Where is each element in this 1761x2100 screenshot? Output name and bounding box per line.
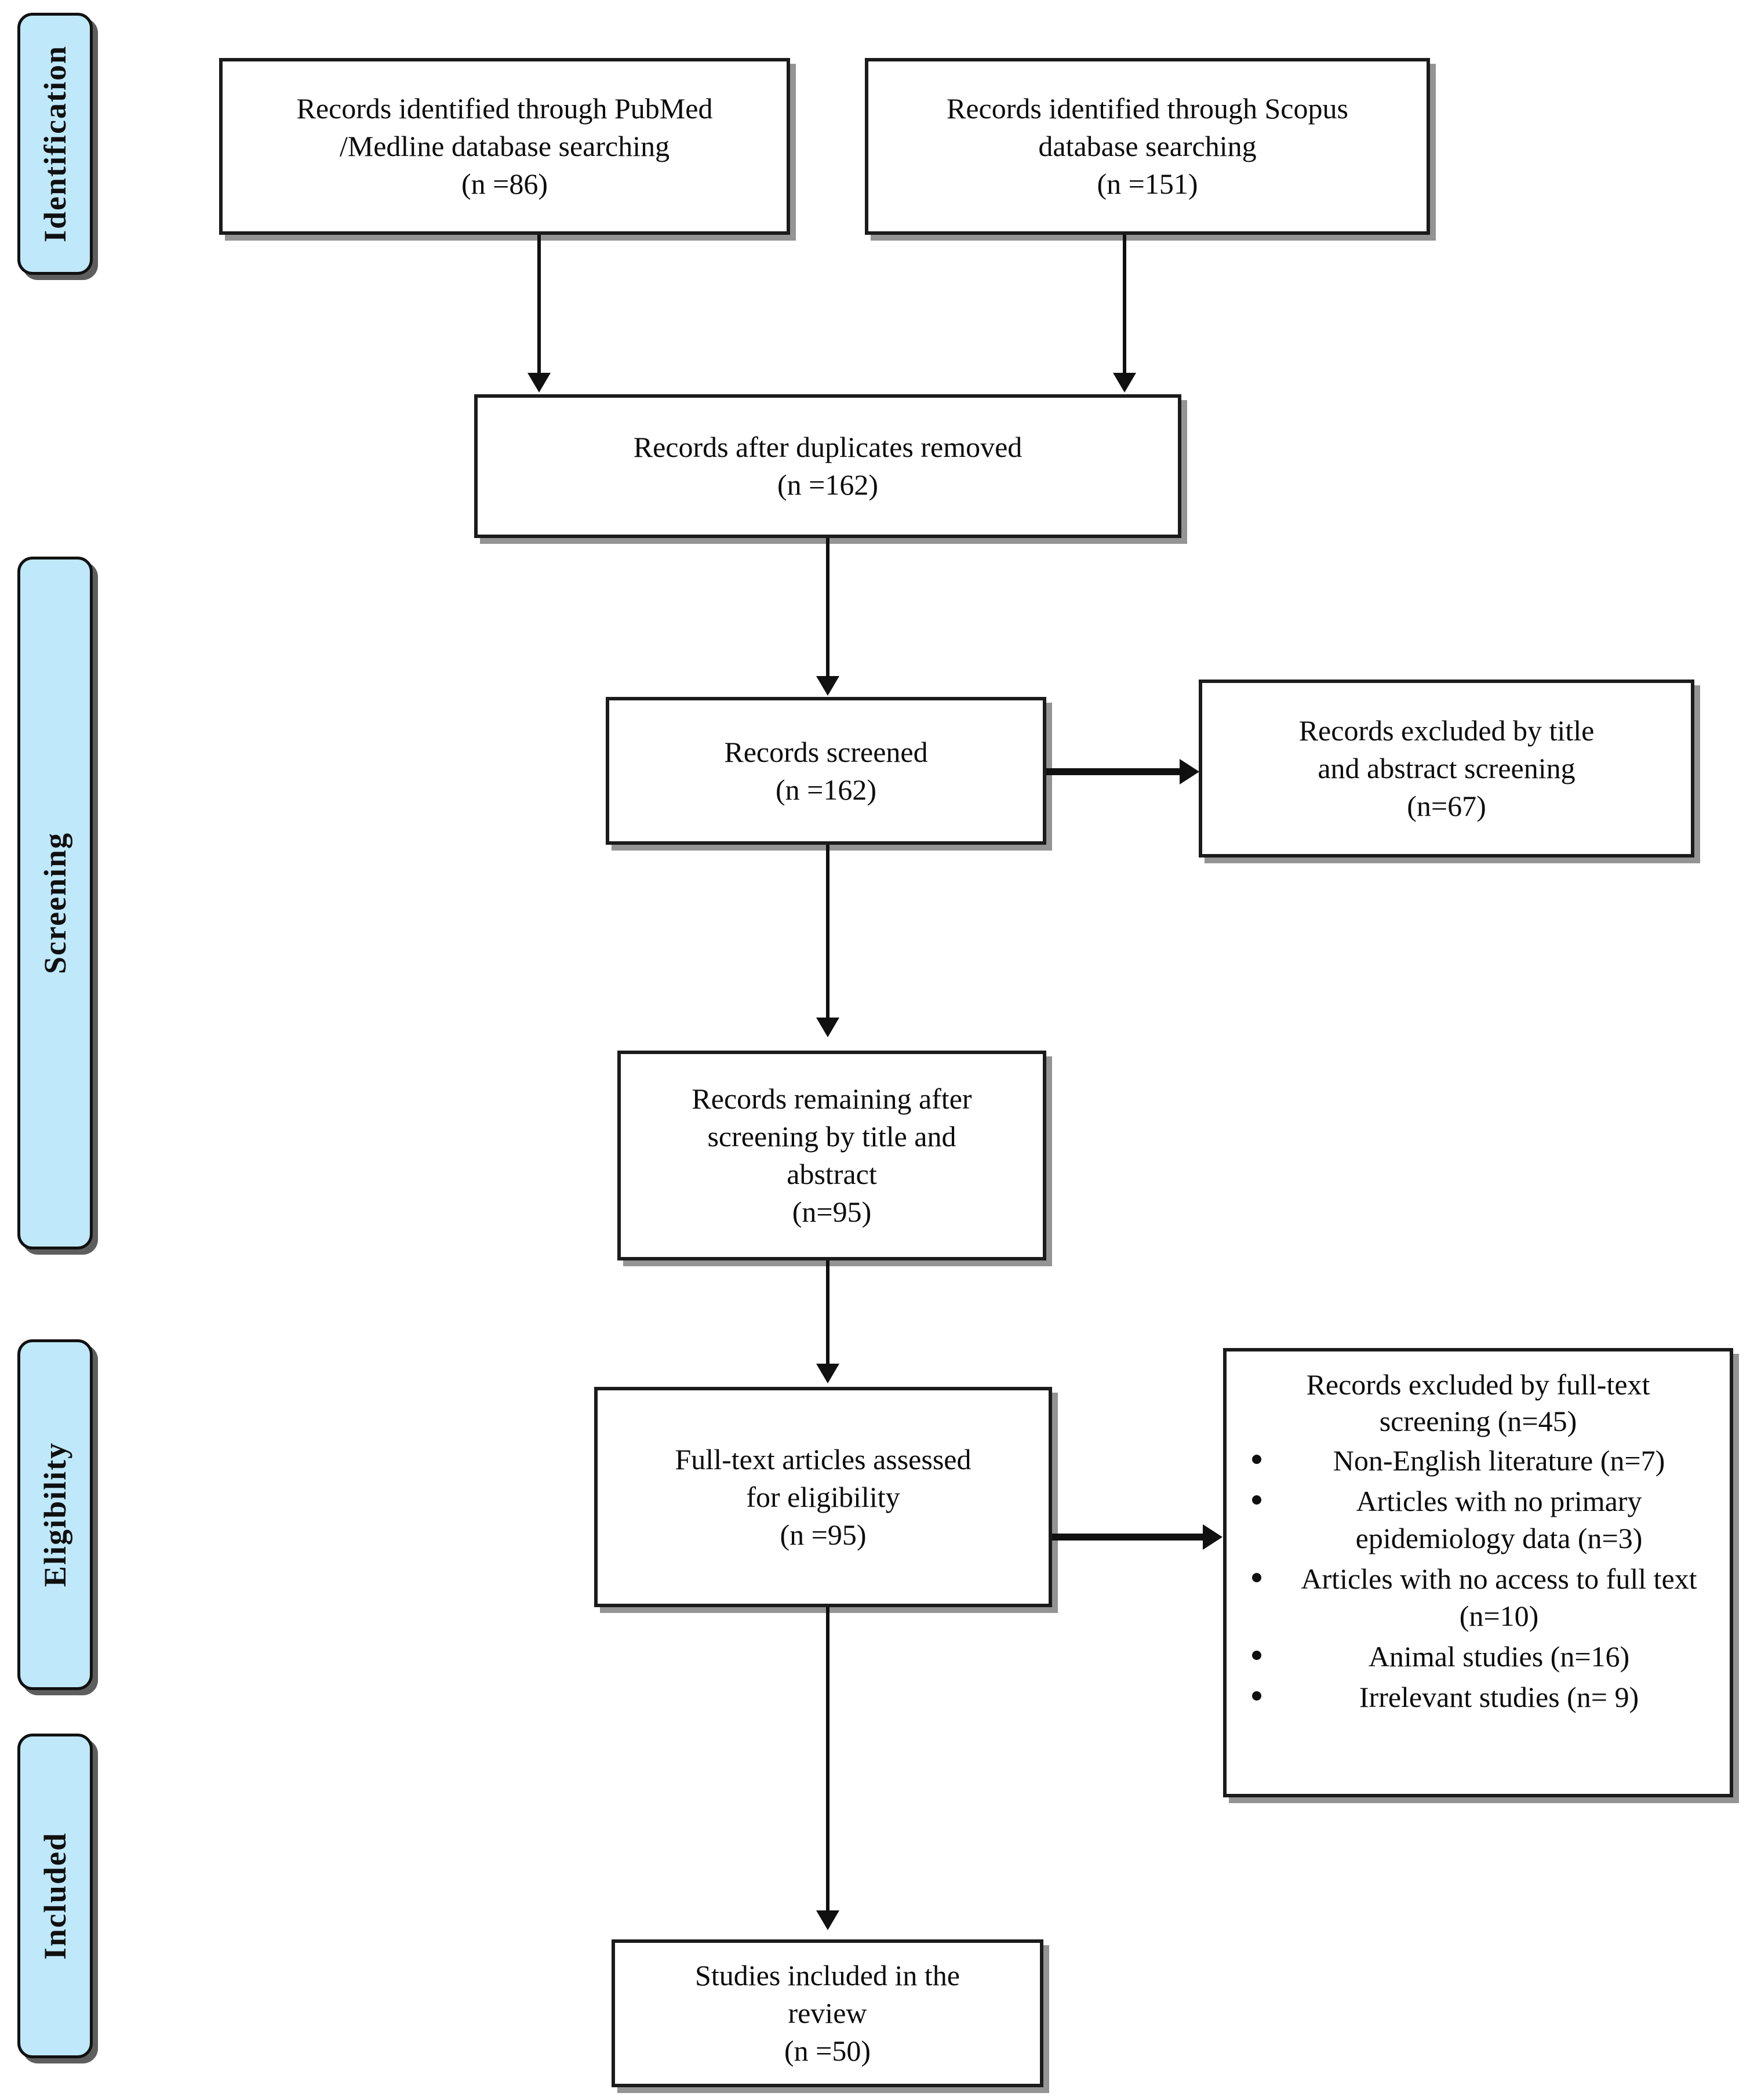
arrowhead-fulltext-to-included (816, 1910, 839, 1930)
arrowhead-screened-to-remaining (816, 1018, 839, 1037)
box-records-excluded-title-count: (n=67) (1407, 790, 1486, 822)
box-studies-included: Studies included in the review (n =50) (612, 1939, 1043, 2087)
box-pubmed-records: Records identified through PubMed /Medli… (219, 58, 790, 235)
list-item-label: Non-English literature (n=7) (1333, 1444, 1665, 1477)
connector-pubmed-to-duplicates (537, 235, 541, 374)
stage-pill-included: Included (17, 1734, 93, 2058)
box-records-excluded-title-line2: and abstract screening (1318, 752, 1576, 784)
fulltext-excluded-heading-line1: Records excluded by full-text (1306, 1368, 1650, 1401)
box-studies-included-count: (n =50) (784, 2034, 871, 2067)
connector-fulltext-to-excluded (1052, 1534, 1204, 1541)
box-records-remaining-text: Records remaining after screening by tit… (692, 1080, 972, 1231)
fulltext-excluded-heading-line2: screening (n=45) (1379, 1405, 1577, 1437)
box-scopus-line2: database searching (1038, 130, 1257, 162)
list-item: Articles with no access to full text (n=… (1252, 1560, 1717, 1634)
box-studies-included-line1: Studies included in the (695, 1959, 960, 1992)
connector-fulltext-to-included (826, 1607, 829, 1912)
box-pubmed-text: Records identified through PubMed /Medli… (297, 90, 713, 203)
box-scopus-records: Records identified through Scopus databa… (865, 58, 1430, 235)
box-records-screened-count: (n =162) (775, 773, 876, 806)
box-records-remaining-line1: Records remaining after (692, 1082, 972, 1115)
stage-pill-screening: Screening (17, 557, 93, 1249)
box-studies-included-line2: review (788, 1997, 867, 2029)
connector-screened-to-remaining (826, 845, 829, 1019)
box-records-excluded-title-line1: Records excluded by title (1298, 714, 1595, 747)
box-records-remaining: Records remaining after screening by tit… (617, 1051, 1046, 1260)
arrowhead-scopus-to-duplicates (1113, 373, 1136, 393)
box-pubmed-line1: Records identified through PubMed (296, 92, 713, 125)
box-records-screened-line1: Records screened (724, 735, 928, 768)
bullet-icon (1252, 1455, 1261, 1464)
list-item: Irrelevant studies (n= 9) (1252, 1678, 1717, 1716)
bullet-icon (1252, 1495, 1261, 1505)
arrowhead-fulltext-to-excluded (1203, 1524, 1222, 1550)
box-duplicates-removed: Records after duplicates removed (n =162… (474, 394, 1181, 538)
list-item-label: Articles with no access to full text (n=… (1301, 1563, 1697, 1632)
list-item-label: Animal studies (n=16) (1368, 1640, 1630, 1673)
box-fulltext-assessed-line2: for eligibility (746, 1480, 900, 1513)
list-item-label: Articles with no primary epidemiology da… (1355, 1485, 1643, 1554)
stage-label-included: Included (38, 1832, 72, 1960)
box-records-screened-text: Records screened (n =162) (724, 733, 927, 809)
bullet-icon (1252, 1573, 1261, 1582)
list-item: Articles with no primary epidemiology da… (1252, 1483, 1717, 1557)
box-fulltext-assessed-line1: Full-text articles assessed (675, 1443, 972, 1476)
box-fulltext-assessed-text: Full-text articles assessed for eligibil… (675, 1441, 972, 1554)
box-records-screened: Records screened (n =162) (606, 697, 1046, 845)
arrowhead-screened-to-excluded (1180, 759, 1199, 784)
box-studies-included-text: Studies included in the review (n =50) (695, 1957, 960, 2070)
arrowhead-duplicates-to-screened (816, 676, 839, 696)
connector-remaining-to-fulltext (826, 1260, 829, 1365)
fulltext-excluded-heading: Records excluded by full-text screening … (1239, 1367, 1717, 1440)
box-records-remaining-count: (n=95) (792, 1196, 872, 1228)
box-fulltext-excluded-reasons: Records excluded by full-text screening … (1223, 1348, 1733, 1797)
box-pubmed-count: (n =86) (461, 168, 548, 200)
box-duplicates-line1: Records after duplicates removed (633, 431, 1023, 463)
list-item-label: Irrelevant studies (n= 9) (1359, 1681, 1639, 1713)
box-scopus-line1: Records identified through Scopus (947, 92, 1348, 125)
box-scopus-count: (n =151) (1097, 168, 1198, 200)
connector-duplicates-to-screened (826, 538, 829, 677)
stage-label-eligibility: Eligibility (38, 1442, 72, 1587)
box-duplicates-count: (n =162) (777, 468, 878, 501)
box-records-remaining-line3: abstract (787, 1158, 877, 1190)
box-fulltext-assessed-count: (n =95) (780, 1518, 867, 1551)
bullet-icon (1252, 1651, 1261, 1660)
stage-pill-identification: Identification (17, 13, 93, 275)
box-pubmed-line2: /Medline database searching (339, 130, 670, 162)
arrowhead-remaining-to-fulltext (816, 1364, 839, 1383)
box-fulltext-assessed: Full-text articles assessed for eligibil… (594, 1387, 1052, 1607)
connector-screened-to-excluded (1046, 768, 1181, 775)
list-item: Animal studies (n=16) (1252, 1638, 1717, 1675)
box-records-remaining-line2: screening by title and (707, 1120, 956, 1153)
box-duplicates-text: Records after duplicates removed (n =162… (634, 428, 1023, 504)
fulltext-excluded-reason-list: Non-English literature (n=7) Articles wi… (1239, 1442, 1717, 1716)
box-records-excluded-title-text: Records excluded by title and abstract s… (1299, 712, 1595, 825)
list-item: Non-English literature (n=7) (1252, 1442, 1717, 1479)
box-records-excluded-title-abstract: Records excluded by title and abstract s… (1199, 680, 1694, 858)
box-scopus-text: Records identified through Scopus databa… (947, 90, 1348, 203)
stage-label-identification: Identification (38, 45, 72, 242)
connector-scopus-to-duplicates (1123, 235, 1126, 374)
stage-label-screening: Screening (38, 832, 72, 974)
bullet-icon (1252, 1691, 1261, 1701)
stage-pill-eligibility: Eligibility (17, 1339, 93, 1690)
arrowhead-pubmed-to-duplicates (527, 373, 551, 393)
